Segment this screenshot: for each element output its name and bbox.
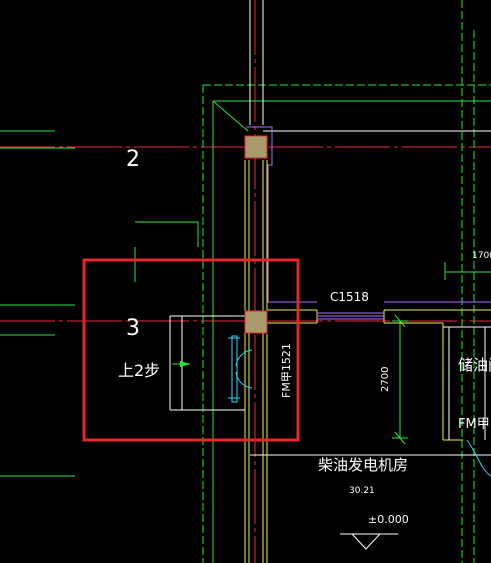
room-area: 30.21	[349, 486, 375, 496]
door-fm-symbol[interactable]	[228, 335, 491, 477]
green-line	[212, 100, 249, 132]
stair-note: 上2步	[118, 361, 160, 380]
column[interactable]	[244, 135, 268, 159]
purple-linework	[246, 126, 491, 320]
drawing-labels: 2 3 C1518 上2步 柴油发电机房 30.21 储油间 ±0.000 FM…	[118, 147, 491, 526]
green-line	[135, 221, 199, 247]
purple-line	[246, 126, 317, 303]
white-linework	[169, 0, 491, 456]
window-tag: C1518	[330, 290, 369, 304]
door-swing-right	[466, 439, 491, 477]
elevation-label: ±0.000	[368, 513, 409, 526]
axis-label-3: 3	[126, 316, 140, 341]
door-swing	[235, 371, 253, 389]
door-tag-right: FM甲	[458, 417, 490, 432]
yellow-walls	[244, 160, 491, 563]
room-name-main: 柴油发电机房	[318, 456, 408, 474]
door-swing	[235, 349, 253, 367]
green-dim-line	[394, 431, 406, 445]
dimension-vertical: 2700	[380, 367, 391, 392]
room-name-side: 储油间	[458, 356, 491, 374]
column[interactable]	[244, 310, 268, 334]
door-tag-left: FM甲1521	[280, 343, 293, 398]
door-frame	[231, 335, 238, 403]
elevation-marker-icon	[340, 533, 398, 550]
green-dim-line	[394, 314, 406, 328]
structural-columns	[244, 135, 268, 334]
highlight-box	[82, 258, 300, 442]
axis-label-2: 2	[126, 147, 140, 172]
stair-arrow-icon	[172, 361, 190, 367]
dimension-top: 1700	[472, 251, 491, 261]
